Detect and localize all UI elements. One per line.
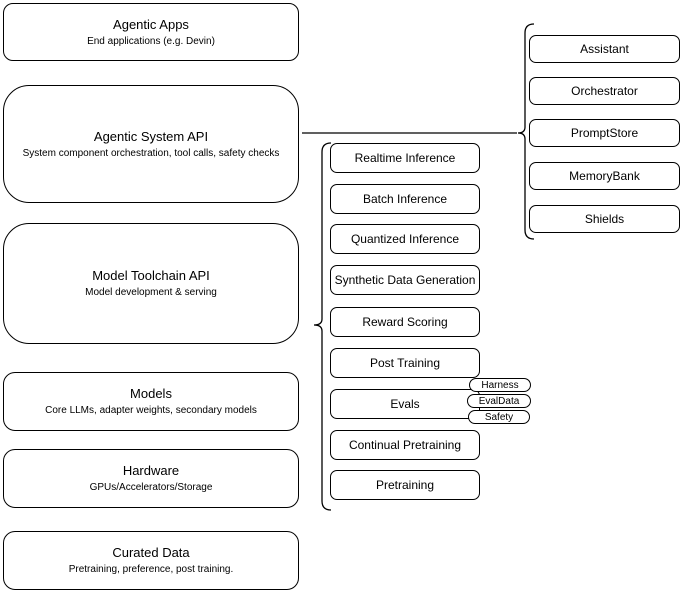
node-post-training: Post Training bbox=[330, 348, 480, 378]
node-batch-inference: Batch Inference bbox=[330, 184, 480, 214]
node-label: Shields bbox=[584, 212, 625, 226]
node-agentic-system-api: Agentic System API System component orch… bbox=[3, 85, 299, 203]
node-label: Orchestrator bbox=[571, 84, 638, 98]
tag-evaldata: EvalData bbox=[467, 394, 531, 408]
node-subtitle: Model development & serving bbox=[85, 287, 217, 298]
node-subtitle: End applications (e.g. Devin) bbox=[87, 35, 215, 47]
node-promptstore: PromptStore bbox=[529, 119, 680, 147]
node-model-toolchain-api: Model Toolchain API Model development & … bbox=[3, 223, 299, 344]
node-subtitle: Pretraining, preference, post training. bbox=[68, 564, 234, 575]
node-subtitle: Core LLMs, adapter weights, secondary mo… bbox=[45, 405, 257, 416]
node-hardware: Hardware GPUs/Accelerators/Storage bbox=[3, 449, 299, 508]
tag-harness: Harness bbox=[469, 378, 531, 392]
node-pretraining: Pretraining bbox=[330, 470, 480, 500]
node-label: Synthetic Data Generation bbox=[334, 273, 476, 287]
node-realtime-inference: Realtime Inference bbox=[330, 143, 480, 173]
node-label: MemoryBank bbox=[569, 169, 640, 183]
node-reward-scoring: Reward Scoring bbox=[330, 307, 480, 337]
node-label: Assistant bbox=[580, 42, 629, 56]
node-label: Reward Scoring bbox=[362, 315, 448, 329]
node-agentic-apps: Agentic Apps End applications (e.g. Devi… bbox=[3, 3, 299, 61]
node-label: Evals bbox=[390, 397, 420, 411]
node-title: Models bbox=[130, 386, 172, 401]
node-label: PromptStore bbox=[570, 126, 639, 140]
node-models: Models Core LLMs, adapter weights, secon… bbox=[3, 372, 299, 431]
node-label: Post Training bbox=[369, 356, 441, 370]
node-title: Agentic Apps bbox=[113, 16, 189, 32]
node-orchestrator: Orchestrator bbox=[529, 77, 680, 105]
node-quantized-inference: Quantized Inference bbox=[330, 224, 480, 254]
toolchain-components-bracket bbox=[313, 142, 332, 511]
node-title: Hardware bbox=[122, 463, 180, 478]
node-memorybank: MemoryBank bbox=[529, 162, 680, 190]
node-label: Batch Inference bbox=[362, 192, 448, 206]
node-label: Continual Pretraining bbox=[348, 438, 462, 452]
node-subtitle: GPUs/Accelerators/Storage bbox=[89, 482, 213, 493]
node-title: Model Toolchain API bbox=[92, 268, 210, 283]
node-curated-data: Curated Data Pretraining, preference, po… bbox=[3, 531, 299, 590]
tag-safety: Safety bbox=[468, 410, 530, 424]
node-subtitle: System component orchestration, tool cal… bbox=[22, 147, 280, 159]
node-assistant: Assistant bbox=[529, 35, 680, 63]
node-evals: Evals bbox=[330, 389, 480, 419]
node-label: Pretraining bbox=[375, 478, 435, 492]
node-title: Agentic System API bbox=[93, 128, 209, 144]
node-continual-pretraining: Continual Pretraining bbox=[330, 430, 480, 460]
node-title: Curated Data bbox=[112, 545, 190, 560]
node-shields: Shields bbox=[529, 205, 680, 233]
node-label: Quantized Inference bbox=[350, 232, 460, 246]
node-synthetic-data-generation: Synthetic Data Generation bbox=[330, 265, 480, 295]
node-label: Realtime Inference bbox=[354, 151, 456, 165]
